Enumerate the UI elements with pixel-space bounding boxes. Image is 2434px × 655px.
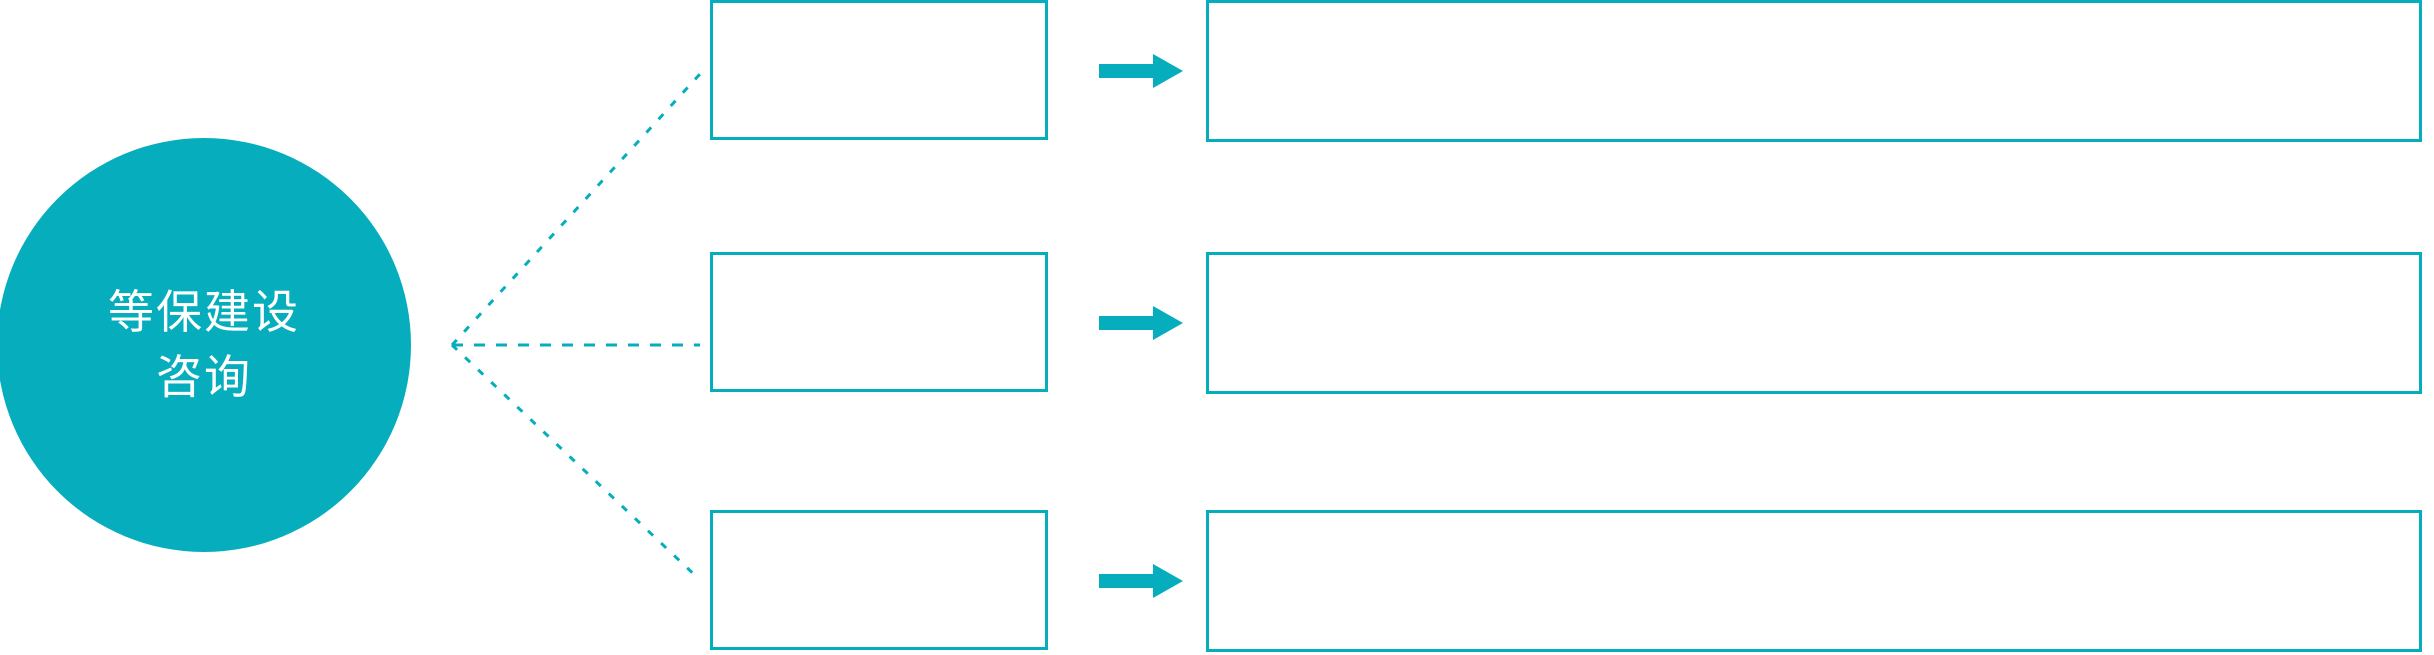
detail-box-1[interactable] (1206, 0, 2422, 142)
flow-row-2 (0, 252, 2434, 396)
flow-row-3 (0, 510, 2434, 654)
arrow-right-icon (1099, 54, 1183, 88)
detail-box-2[interactable] (1206, 252, 2422, 394)
hub-label-line-1: 等保建设 (108, 285, 300, 338)
stage-box-2[interactable] (710, 252, 1048, 392)
hub-circle[interactable]: 等保建设 咨询 (0, 138, 411, 552)
stage-box-3[interactable] (710, 510, 1048, 650)
flow-row-1 (0, 0, 2434, 144)
detail-box-3[interactable] (1206, 510, 2422, 652)
stage-box-1[interactable] (710, 0, 1048, 140)
arrow-right-icon (1099, 564, 1183, 598)
arrow-right-icon (1099, 306, 1183, 340)
hub-label-line-2: 咨询 (156, 351, 252, 403)
